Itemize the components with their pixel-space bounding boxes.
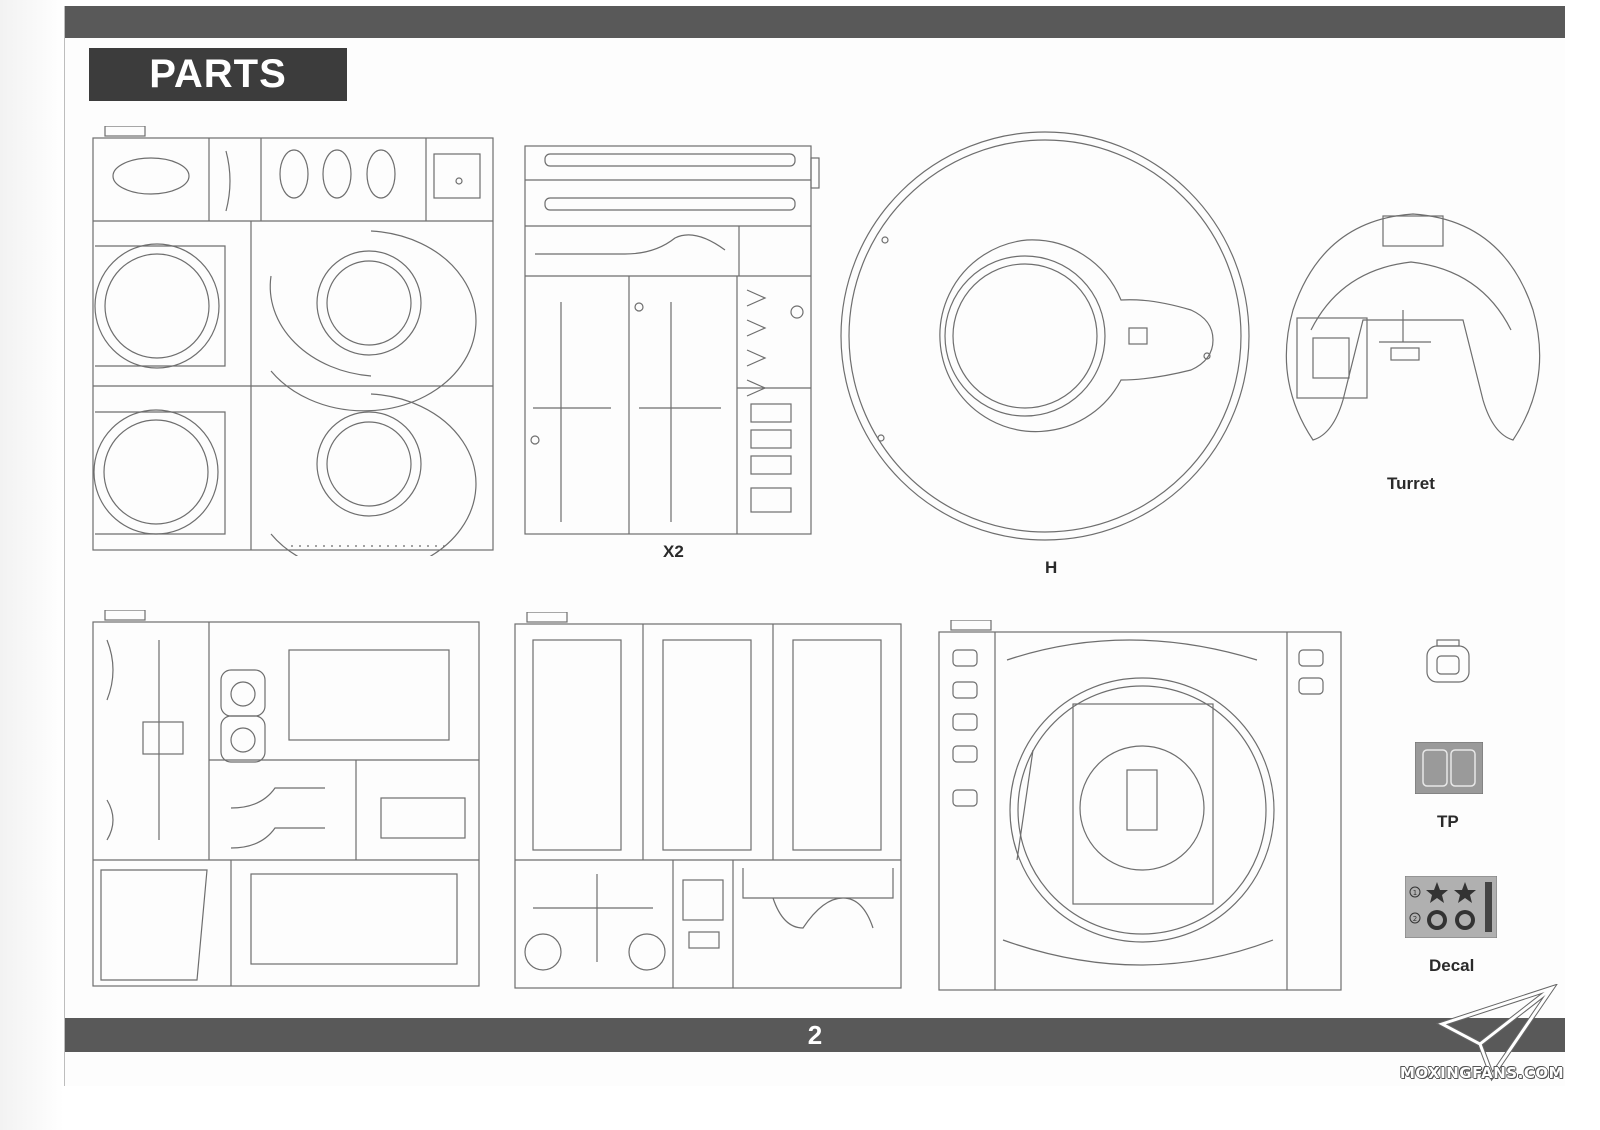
label-tp: TP bbox=[1437, 812, 1459, 831]
sprue-b bbox=[513, 612, 905, 992]
sprue-wheels bbox=[91, 126, 497, 556]
paper-plane-icon bbox=[1435, 984, 1558, 1082]
sprue-x2 bbox=[521, 142, 821, 538]
decal-marking-2: 2 bbox=[1413, 915, 1417, 923]
bottom-bar: 2 bbox=[65, 1018, 1565, 1052]
label-x2: X2 bbox=[663, 542, 684, 561]
parts-title: PARTS bbox=[89, 48, 347, 101]
page-shadow bbox=[0, 0, 64, 1130]
label-turret: Turret bbox=[1387, 474, 1435, 493]
decal-sheet: 1 2 bbox=[1405, 876, 1497, 938]
decal-marking-1: 1 bbox=[1413, 889, 1417, 897]
instruction-page: PARTS bbox=[64, 6, 1565, 1086]
top-bar bbox=[65, 6, 1565, 38]
photo-etch-tp bbox=[1415, 742, 1483, 794]
label-decal: Decal bbox=[1429, 956, 1475, 975]
clear-part bbox=[1423, 638, 1473, 686]
sprue-d bbox=[937, 620, 1345, 994]
sprue-c bbox=[91, 610, 483, 990]
watermark-text: MOXINGFANS.COM bbox=[1399, 1064, 1564, 1082]
label-h: H bbox=[1045, 558, 1058, 577]
page-number: 2 bbox=[807, 1019, 823, 1050]
sprue-h bbox=[837, 128, 1253, 544]
turret-part bbox=[1283, 210, 1545, 442]
